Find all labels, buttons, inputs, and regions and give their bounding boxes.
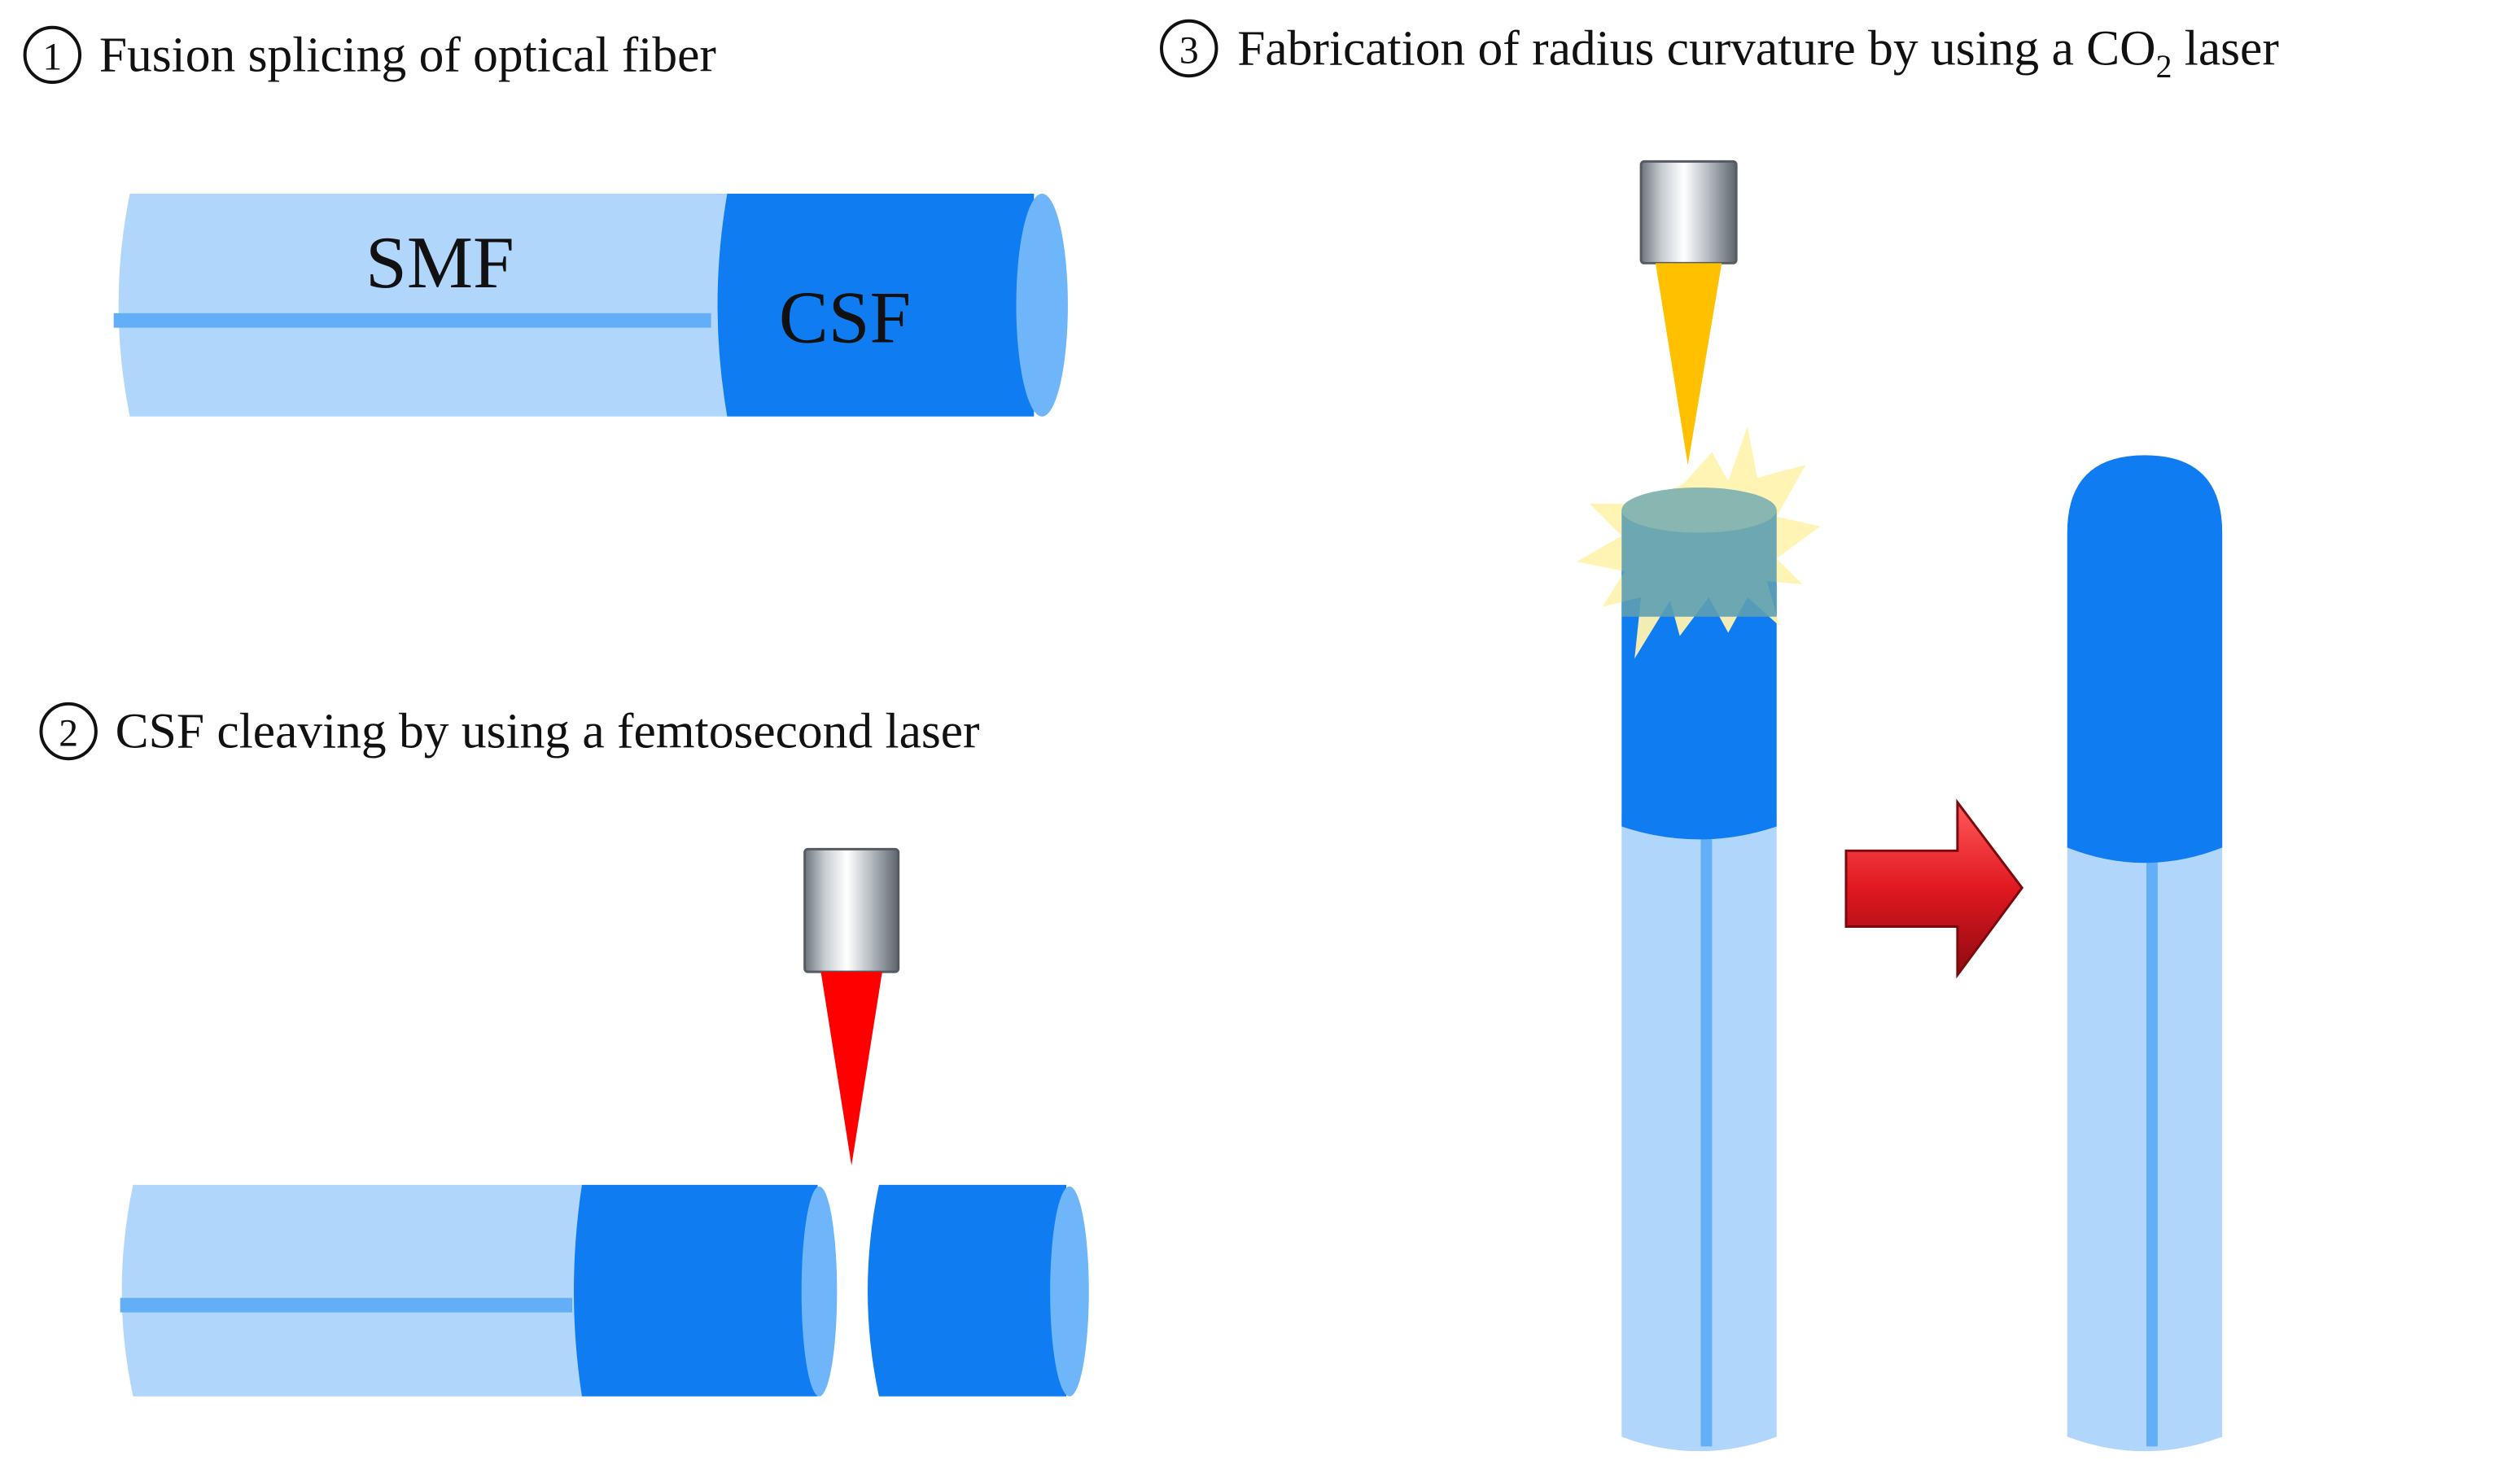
step-1-label: Fusion splicing of optical fiber xyxy=(99,27,716,82)
step-3-number-circle xyxy=(1160,19,1218,78)
heated-end-face xyxy=(1621,487,1777,533)
smf-vertical-segment xyxy=(1621,815,1777,1452)
smf-core xyxy=(113,313,711,328)
step-1-title: 1 Fusion splicing of optical fiber xyxy=(23,25,716,85)
co2-laser-beam-icon xyxy=(1655,263,1722,466)
step-3-label-tail: laser xyxy=(2172,20,2278,76)
heated-fiber xyxy=(1576,426,1821,1452)
femtosecond-laser xyxy=(803,847,900,1166)
step-2-number: 2 xyxy=(59,712,78,754)
step-3-title: 3 Fabrication of radius curvature by usi… xyxy=(1160,19,2279,85)
smf-vertical-core xyxy=(1700,836,1713,1447)
smf-segment xyxy=(118,194,728,417)
laser-beam-icon xyxy=(820,972,882,1166)
smf-label: SMF xyxy=(365,221,514,304)
csf-left-end-face xyxy=(801,1186,838,1397)
smf-vertical-core-final xyxy=(2146,859,2158,1447)
smf-vertical-segment-final xyxy=(2067,839,2223,1452)
co2-laser xyxy=(1639,160,1738,466)
step-3-label-main: Fabrication of radius curvature by using… xyxy=(1237,20,2155,76)
step-2-title: 2 CSF cleaving by using a femtosecond la… xyxy=(39,702,980,761)
step-3-number: 3 xyxy=(1179,29,1199,72)
step-2-number-circle xyxy=(39,702,98,761)
spliced-fiber: SMF CSF xyxy=(113,194,1068,417)
csf-rounded-tip xyxy=(2067,455,2223,863)
lens-objective-icon-co2 xyxy=(1639,160,1738,265)
cleaved-fiber xyxy=(120,1184,1089,1397)
step-1-number: 1 xyxy=(42,36,62,78)
heated-zone xyxy=(1621,509,1777,617)
right-arrow-icon xyxy=(1844,798,2024,979)
csf-label: CSF xyxy=(779,277,911,359)
csf-cleaved-end-face xyxy=(1050,1186,1089,1397)
step-2-label: CSF cleaving by using a femtosecond lase… xyxy=(116,703,980,759)
step-3-label: Fabrication of radius curvature by using… xyxy=(1237,20,2279,85)
smf-segment-2 xyxy=(121,1184,582,1397)
csf-cleaved-piece xyxy=(868,1184,1066,1397)
csf-end-face xyxy=(1016,194,1068,417)
csf-segment xyxy=(717,194,1035,417)
step-3-label-subscript: 2 xyxy=(2156,49,2172,85)
step-1-number-circle xyxy=(23,25,82,85)
smf-core-2 xyxy=(120,1297,573,1313)
csf-left-piece xyxy=(574,1184,818,1397)
rounded-tip-fiber xyxy=(2067,455,2223,1452)
lens-objective-icon xyxy=(803,847,900,973)
